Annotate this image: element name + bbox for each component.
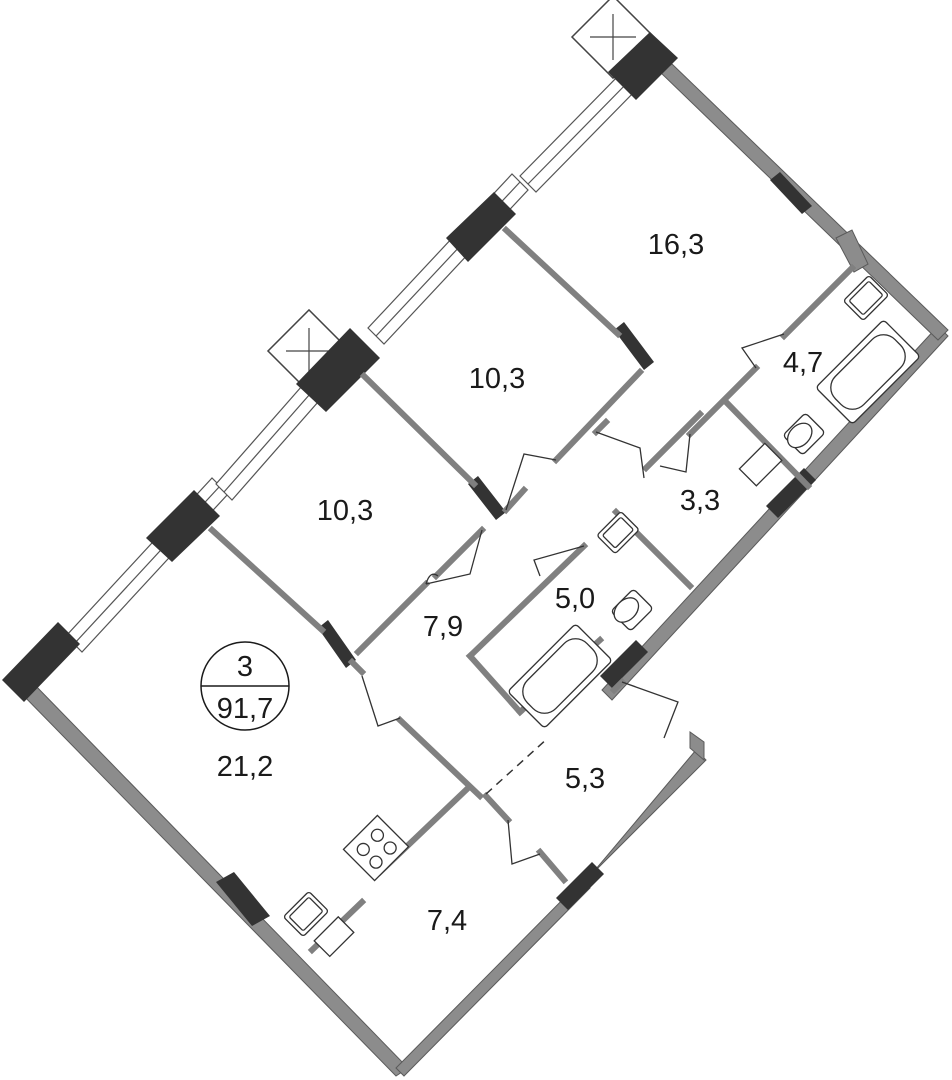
- room-area-bath-master: 4,7: [783, 347, 823, 379]
- open-boundary: [485, 737, 549, 795]
- room-area-kitchen: 7,4: [427, 905, 467, 937]
- doors: [361, 333, 785, 865]
- room-area-bath: 5,0: [555, 583, 595, 615]
- room-area-bedroom-a: 10,3: [317, 495, 373, 527]
- room-area-master: 16,3: [648, 229, 704, 261]
- room-area-entrance: 5,3: [565, 763, 605, 795]
- room-labels: 16,3 10,3 10,3 7,9 4,7 3,3 5,0 21,2 5,3 …: [217, 229, 823, 937]
- room-area-wardrobe: 3,3: [680, 485, 720, 517]
- room-area-bedroom-b: 10,3: [469, 363, 525, 395]
- total-area: 91,7: [217, 693, 273, 725]
- apartment-badge: 3 91,7: [200, 641, 290, 731]
- rooms-count: 3: [237, 651, 253, 683]
- room-area-living: 21,2: [217, 751, 273, 783]
- vent-boxes: [266, 0, 656, 394]
- fixtures: [283, 275, 920, 958]
- piers: [2, 32, 816, 926]
- room-area-hall: 7,9: [423, 611, 463, 643]
